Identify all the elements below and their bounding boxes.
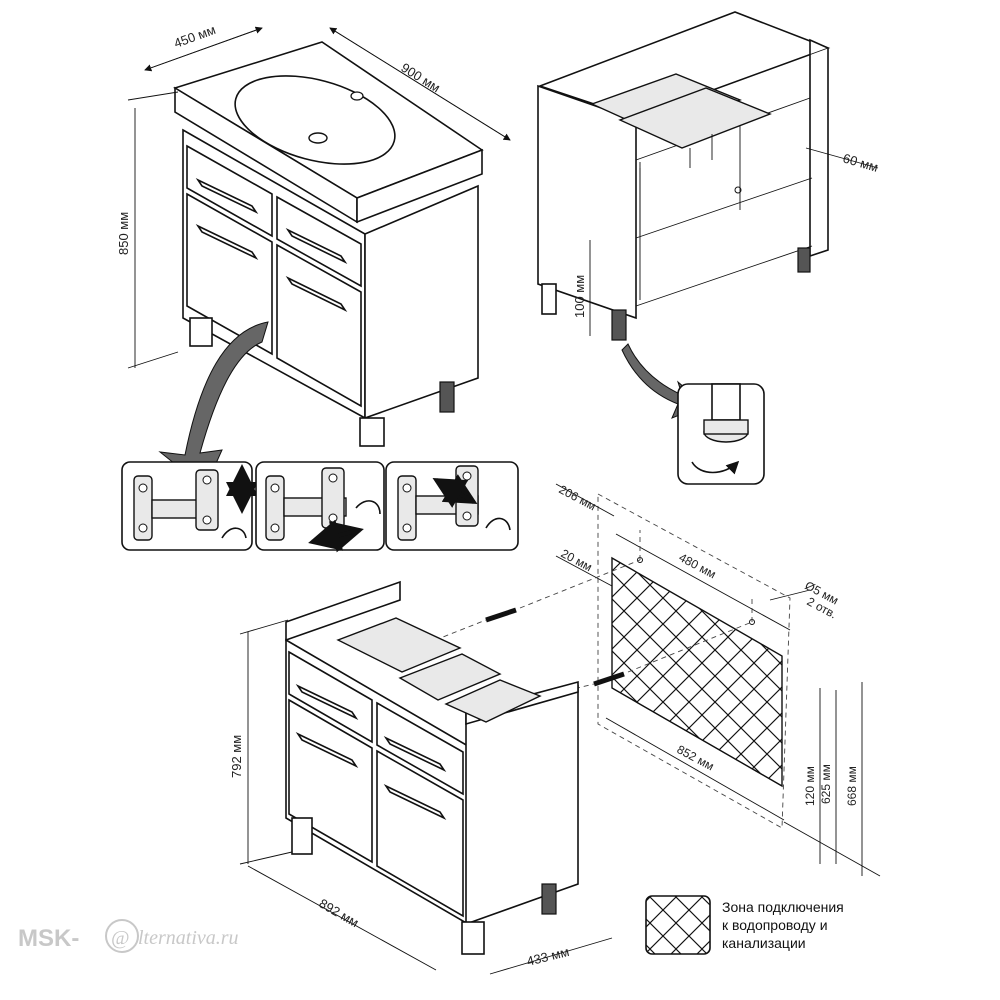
dim-line-60 — [805, 147, 879, 169]
handle — [383, 784, 447, 820]
dim-gap-206: 206 мм — [557, 482, 599, 513]
open-carcass — [537, 11, 831, 341]
foot-detail-box — [677, 383, 765, 485]
drawer-box — [398, 653, 502, 701]
mounting-zone-diagram — [555, 483, 881, 877]
drain-hole — [308, 132, 328, 144]
cabinet-side — [364, 184, 479, 420]
carcass-dimension-lines — [239, 619, 613, 975]
vanity-dimension-lines — [127, 26, 511, 369]
handle — [195, 224, 259, 260]
hinge-detail-3 — [385, 461, 519, 551]
drawer-box — [336, 617, 462, 673]
drawer-top-right — [376, 701, 464, 796]
drawer-top-left — [288, 650, 373, 744]
dim-leg-height: 100 мм — [572, 275, 587, 318]
dim-width-892: 892 мм — [317, 896, 362, 931]
countertop-side — [356, 148, 483, 224]
legend: Зона подключения к водопроводу и канализ… — [645, 895, 844, 955]
hinge-detail-1 — [121, 461, 258, 551]
drawer-top-left — [186, 144, 273, 238]
dim-width-top: 900 мм — [398, 60, 443, 96]
adjustable-foot — [611, 309, 627, 341]
dim-height-668: 668 мм — [845, 766, 859, 806]
vanity-carcass-front — [285, 580, 579, 955]
watermark-right: lternativa.ru — [138, 927, 239, 949]
wall-outline — [597, 493, 791, 829]
handle — [285, 227, 348, 265]
leg — [461, 921, 485, 955]
dim-height-120: 120 мм — [803, 766, 817, 806]
legend-line-1: Зона подключения — [722, 899, 844, 915]
adjustable-foot — [541, 883, 557, 915]
adjustable-foot — [439, 381, 455, 413]
dim-span-480: 480 мм — [677, 550, 719, 581]
faucet-hole — [350, 91, 364, 101]
adjustable-foot — [797, 247, 811, 273]
carcass-right-side — [809, 38, 829, 258]
hinge-detail-2 — [255, 461, 385, 553]
handle — [383, 736, 447, 772]
door-right — [276, 243, 362, 408]
dim-height-792: 792 мм — [229, 735, 244, 778]
drawer-runner — [618, 87, 772, 149]
leg — [359, 417, 385, 447]
legend-line-2: к водопроводу и — [722, 917, 828, 933]
handle — [285, 275, 348, 313]
watermark-left: MSK- — [18, 925, 79, 952]
dim-back-offset: 60 мм — [841, 150, 880, 174]
legend-swatch — [645, 895, 711, 955]
dim-depth-433: 433 мм — [525, 944, 571, 969]
vanity-with-sink — [173, 41, 484, 447]
dim-gap-20: 20 мм — [559, 546, 595, 574]
leg — [291, 817, 313, 855]
shelf-lines — [639, 126, 741, 236]
watermark-mark: @ — [111, 927, 129, 949]
drawer-box — [444, 679, 542, 723]
handle — [295, 684, 359, 720]
back-panel-top — [285, 580, 401, 642]
legend-line-3: канализации — [722, 935, 806, 951]
watermark-logo: MSK- @ lternativa.ru — [18, 919, 239, 953]
dim-height-625: 625 мм — [819, 764, 833, 804]
leg — [189, 317, 213, 347]
dim-height-total: 850 мм — [116, 212, 131, 255]
door-left — [186, 192, 273, 356]
cabinet-side — [465, 684, 579, 926]
handle — [195, 178, 259, 214]
dim-zone-width: 852 мм — [675, 742, 717, 773]
handle — [295, 732, 359, 768]
drawer-top-right — [276, 195, 362, 288]
leg — [541, 283, 557, 315]
